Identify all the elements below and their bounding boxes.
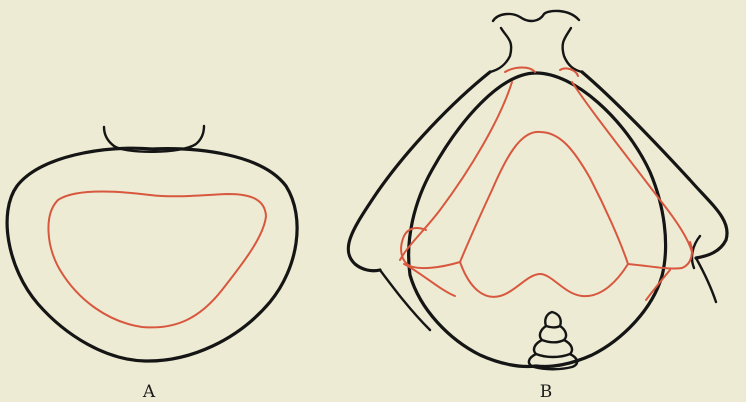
panel-b-right-wing: [582, 72, 727, 258]
panel-b-stem-right: [563, 28, 582, 72]
panel-b-stem-outline: [493, 11, 579, 21]
panel-b-red-right-base: [628, 242, 692, 269]
panel-b-drawing: [348, 11, 727, 369]
panel-b-red-left-line: [400, 82, 512, 260]
panel-b-tip-stack: [529, 312, 577, 369]
panel-b-body-outline: [409, 73, 666, 367]
panel-b-red-right-line: [572, 82, 692, 252]
panel-b-lower-right-flap: [696, 258, 716, 302]
panel-b-label: B: [540, 382, 553, 402]
panel-b-red-right-tail: [646, 270, 670, 300]
panel-a-drawing: [7, 126, 297, 361]
panel-a-inner-outline: [48, 191, 266, 327]
panel-a-label: A: [142, 382, 156, 402]
panel-b-stem-left: [490, 28, 511, 72]
panel-a-outer-outline: [7, 148, 297, 361]
panel-b-red-center-lobe: [460, 132, 628, 297]
